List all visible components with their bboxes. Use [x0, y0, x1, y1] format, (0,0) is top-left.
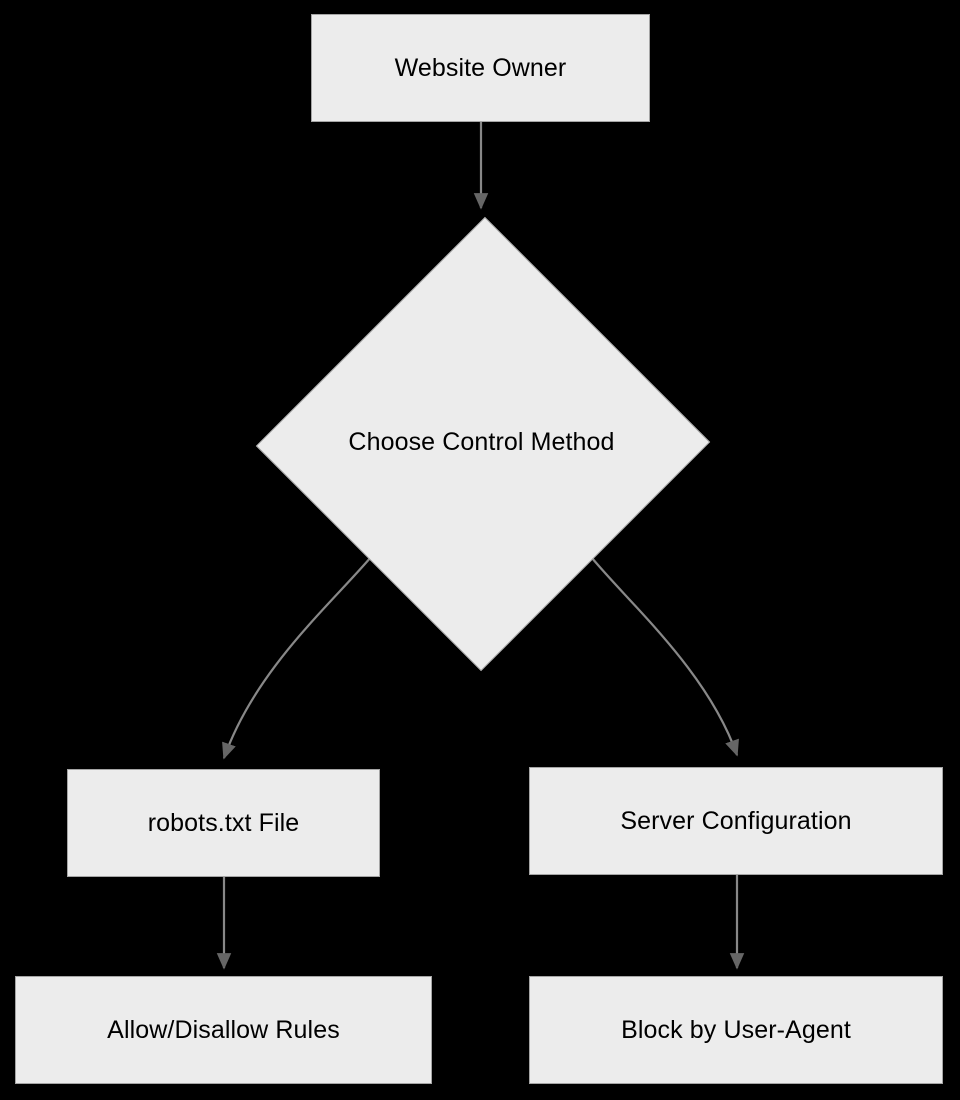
node-allow-disallow-rules[interactable]: Allow/Disallow Rules — [15, 976, 432, 1084]
node-robots-txt-file[interactable]: robots.txt File — [67, 769, 380, 877]
node-block-by-user-agent[interactable]: Block by User-Agent — [529, 976, 943, 1084]
node-choose-control-method-label: Choose Control Method — [348, 428, 615, 456]
node-server-configuration-label: Server Configuration — [620, 806, 852, 835]
node-block-by-user-agent-label: Block by User-Agent — [621, 1015, 851, 1044]
node-website-owner[interactable]: Website Owner — [311, 14, 650, 122]
node-robots-txt-file-label: robots.txt File — [147, 808, 300, 837]
node-server-configuration[interactable]: Server Configuration — [529, 767, 943, 875]
node-website-owner-label: Website Owner — [394, 53, 567, 82]
node-allow-disallow-rules-label: Allow/Disallow Rules — [107, 1015, 340, 1044]
node-choose-control-method[interactable]: Choose Control Method — [255, 215, 710, 671]
